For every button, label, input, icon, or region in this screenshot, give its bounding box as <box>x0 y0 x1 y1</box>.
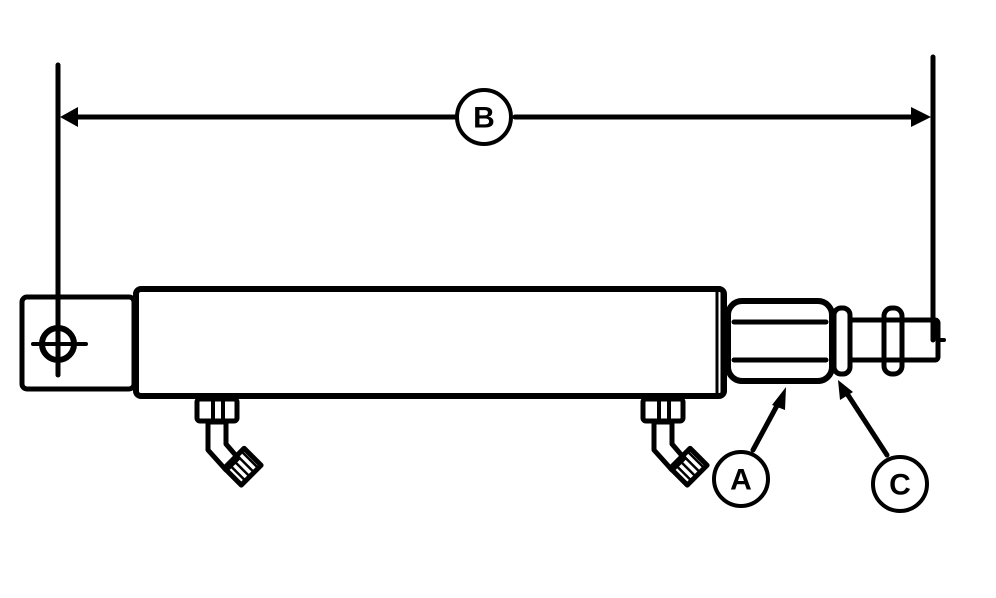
arrowhead-c-icon <box>838 380 853 400</box>
dimension-b: B <box>55 54 936 378</box>
callout-c[interactable]: C <box>838 380 929 513</box>
leader-line-a <box>750 397 783 453</box>
cylinder-barrel <box>133 286 727 399</box>
callout-b-label: B <box>473 102 495 135</box>
jam-nut <box>881 305 905 377</box>
callout-c-label: C <box>889 469 911 502</box>
hydraulic-fitting-left <box>194 396 264 488</box>
arrowhead-left-icon <box>60 107 78 127</box>
clevis-mount <box>19 294 137 392</box>
callout-a[interactable]: A <box>712 387 786 508</box>
hydraulic-fitting-right <box>640 396 710 488</box>
arrowhead-right-icon <box>911 107 931 127</box>
rod-end-gland <box>725 298 835 384</box>
callout-b[interactable]: B <box>455 88 513 146</box>
arrowhead-a-icon <box>772 387 786 410</box>
piston-rod <box>847 305 946 377</box>
callout-a-label: A <box>730 464 752 497</box>
leader-line-c <box>843 389 890 458</box>
